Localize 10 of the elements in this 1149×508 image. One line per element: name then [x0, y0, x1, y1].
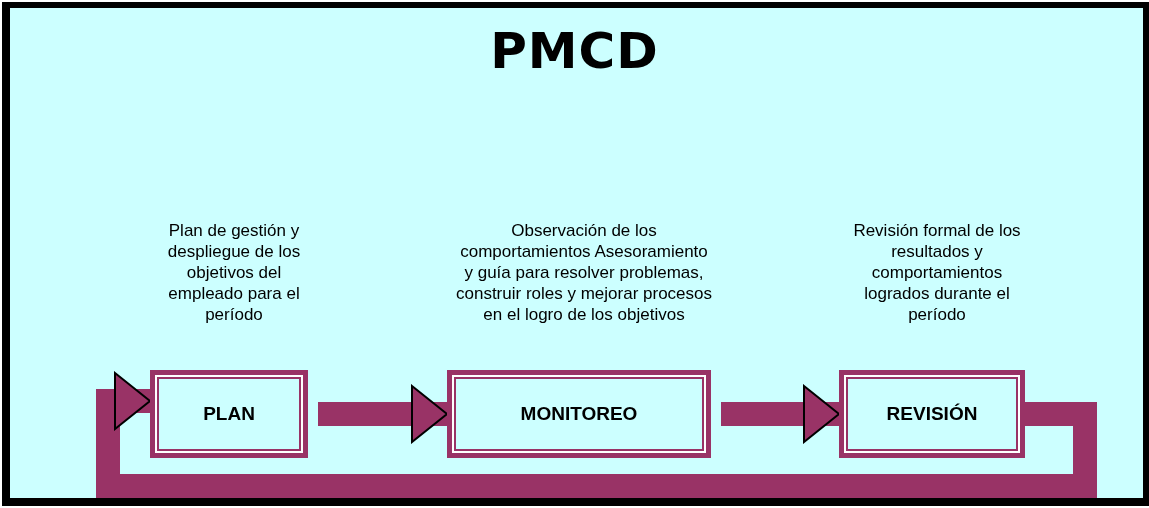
- block-arrow: [721, 385, 840, 443]
- title: PMCD: [489, 22, 660, 80]
- box-label: PLAN: [203, 403, 255, 425]
- block-arrow: [96, 372, 1097, 498]
- box-label: REVISIÓN: [886, 403, 978, 425]
- step-description: Revisión formal de los resultados y comportamientos logrados durante el período: [852, 220, 1022, 325]
- block-arrow: [318, 385, 448, 443]
- step-description: Observación de los comportamientos Asesoramiento y guía para resolver problemas, construir roles y mejorar procesos en el logro de los objetivos: [455, 220, 713, 325]
- box-label: MONITOREO: [520, 403, 638, 425]
- step-description: Plan de gestión y despliegue de los objetivos del empleado para el período: [166, 220, 302, 325]
